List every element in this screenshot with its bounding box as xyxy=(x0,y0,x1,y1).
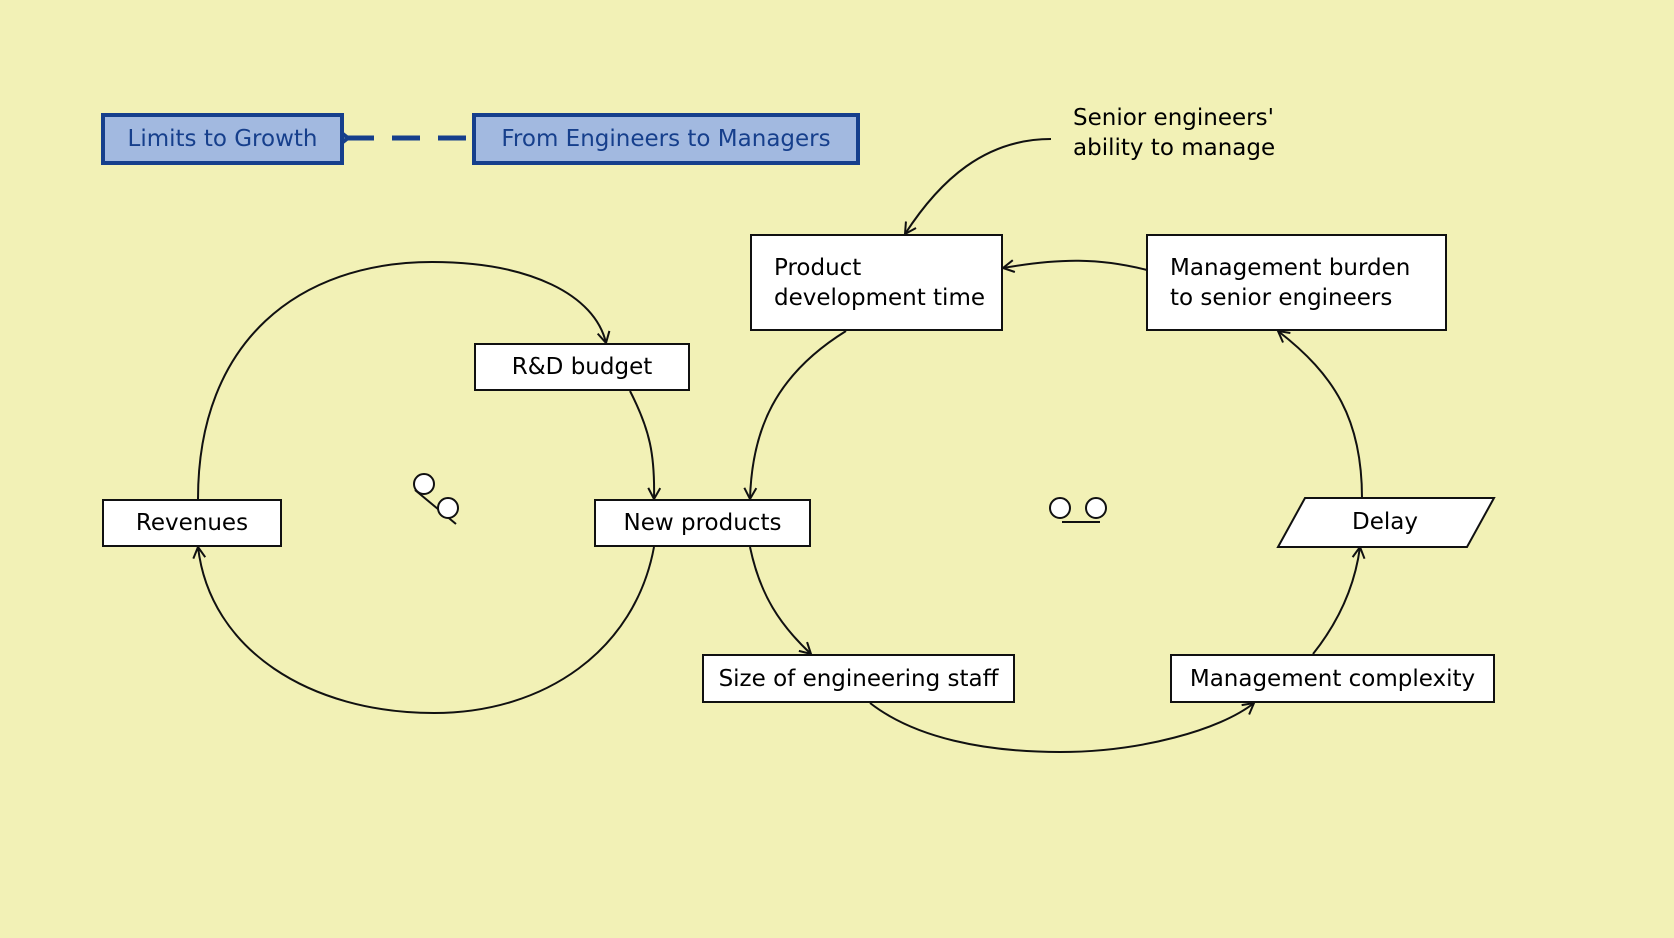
link-delay-to-mgmt-burden xyxy=(1278,331,1363,499)
node-label: Size of engineering staff xyxy=(718,665,999,692)
link-senior-engineers-to-pdt xyxy=(905,138,1052,234)
reinforcing-loop-icon xyxy=(413,473,459,525)
link-size-staff-to-mgmt-complexity xyxy=(869,703,1254,754)
node-label-line-1: Product xyxy=(774,254,862,281)
node-product-development-time[interactable]: Product development time xyxy=(750,234,1003,331)
link-rd-budget-to-new-products xyxy=(629,390,654,499)
node-new-products[interactable]: New products xyxy=(594,499,811,547)
nav-current-diagram[interactable]: From Engineers to Managers xyxy=(472,113,860,165)
link-new-products-to-revenues xyxy=(198,547,655,715)
balancing-loop-icon xyxy=(1049,497,1107,523)
node-rd-budget[interactable]: R&D budget xyxy=(474,343,690,391)
node-label: Management complexity xyxy=(1189,665,1476,692)
external-line-2: ability to manage xyxy=(1073,135,1276,161)
node-management-complexity[interactable]: Management complexity xyxy=(1170,654,1495,703)
node-label: New products xyxy=(623,510,782,536)
nav-parent-label: Limits to Growth xyxy=(127,126,318,152)
link-mgmt-burden-to-pdt xyxy=(1003,261,1148,270)
external-line-1: Senior engineers' xyxy=(1073,105,1274,131)
node-management-burden[interactable]: Management burden to senior engineers xyxy=(1146,234,1447,331)
node-label: R&D budget xyxy=(511,354,653,380)
nav-current-label: From Engineers to Managers xyxy=(501,126,831,152)
node-label: Delay xyxy=(1352,509,1418,535)
node-delay[interactable]: Delay xyxy=(1290,507,1480,537)
node-label-line-2: to senior engineers xyxy=(1170,284,1393,311)
external-variable-senior-engineers[interactable]: Senior engineers' ability to manage xyxy=(1073,103,1275,163)
delay-shape xyxy=(1276,497,1496,548)
node-label: Revenues xyxy=(135,510,249,536)
link-mgmt-complexity-to-delay xyxy=(1312,547,1360,655)
node-revenues[interactable]: Revenues xyxy=(102,499,282,547)
link-revenues-to-rd-budget xyxy=(197,260,606,500)
node-label-line-2: development time xyxy=(774,284,985,311)
node-size-of-engineering-staff[interactable]: Size of engineering staff xyxy=(702,654,1015,703)
nav-limits-to-growth[interactable]: Limits to Growth xyxy=(101,113,344,165)
link-new-products-to-size-staff xyxy=(749,546,811,654)
node-label-line-1: Management burden xyxy=(1170,254,1411,281)
link-pdt-to-new-products xyxy=(750,330,847,499)
